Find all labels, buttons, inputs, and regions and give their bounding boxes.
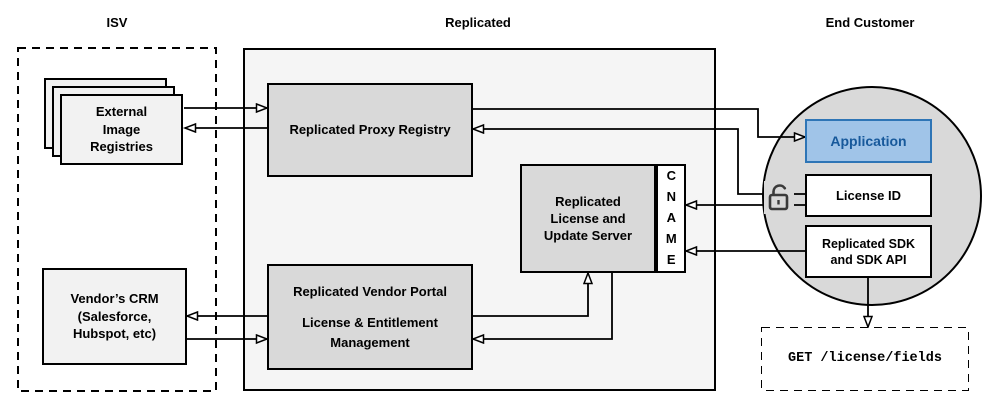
license-id-node: License ID bbox=[805, 174, 932, 217]
vendor-portal-node: Replicated Vendor Portal License & Entit… bbox=[267, 264, 473, 370]
isv-header: ISV bbox=[106, 15, 128, 30]
vendors-crm-label: Vendor’s CRM (Salesforce, Hubspot, etc) bbox=[70, 291, 159, 342]
license-update-server-node: Replicated License and Update Server bbox=[520, 164, 656, 273]
cname-label: CNAME bbox=[663, 168, 679, 273]
external-image-registries-node: External Image Registries bbox=[60, 94, 183, 165]
license-id-label: License ID bbox=[835, 187, 902, 203]
proxy-registry-label: Replicated Proxy Registry bbox=[289, 122, 451, 138]
replicated-header: Replicated bbox=[445, 15, 511, 30]
vendor-portal-title: Replicated Vendor Portal bbox=[293, 283, 447, 299]
cname-node: CNAME bbox=[656, 164, 686, 273]
get-endpoint-node: GET /license/fields bbox=[762, 328, 968, 390]
proxy-registry-node: Replicated Proxy Registry bbox=[267, 83, 473, 177]
license-update-server-label: Replicated License and Update Server bbox=[543, 194, 633, 243]
vendors-crm-node: Vendor’s CRM (Salesforce, Hubspot, etc) bbox=[42, 268, 187, 365]
sdk-label: Replicated SDK and SDK API bbox=[821, 236, 916, 267]
vendor-portal-subtitle: License & Entitlement Management bbox=[302, 314, 438, 350]
external-image-registries-label: External Image Registries bbox=[90, 104, 153, 155]
end-customer-header: End Customer bbox=[825, 15, 915, 30]
sdk-node: Replicated SDK and SDK API bbox=[805, 225, 932, 278]
application-label: Application bbox=[830, 132, 907, 149]
get-endpoint-label: GET /license/fields bbox=[788, 350, 942, 366]
lock-icon bbox=[764, 181, 794, 214]
application-node: Application bbox=[805, 119, 932, 163]
